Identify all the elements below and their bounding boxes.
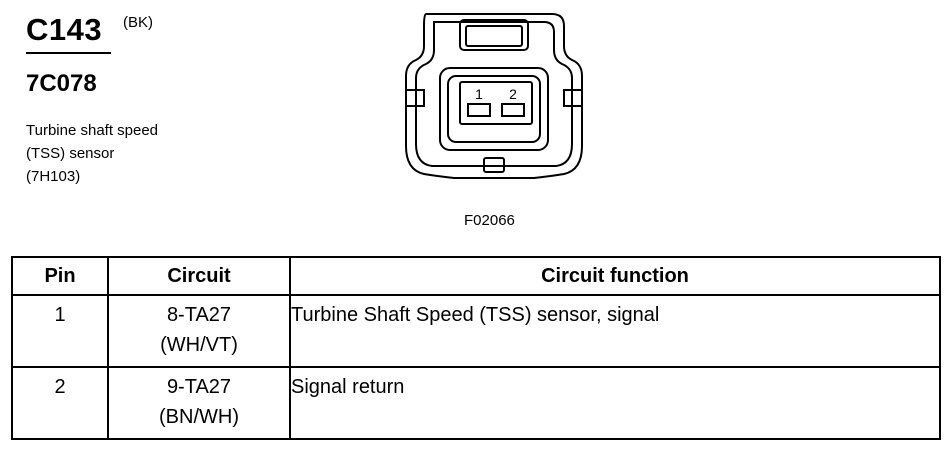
table-row: 2 9-TA27 (BN/WH) Signal return xyxy=(11,366,941,440)
circuit-function-cell: Signal return xyxy=(289,366,941,440)
circuit-cell: 8-TA27 (WH/VT) xyxy=(107,294,291,368)
figure-code: F02066 xyxy=(464,212,515,229)
title-underline xyxy=(26,52,111,54)
table-row: 1 8-TA27 (WH/VT) Turbine Shaft Speed (TS… xyxy=(11,294,941,368)
connector-color-code: (BK) xyxy=(123,14,153,31)
pin-cell: 2 xyxy=(11,366,109,440)
terminal-cavity xyxy=(439,67,549,151)
pinout-table: Pin Circuit Circuit function 1 8-TA27 (W… xyxy=(11,256,941,440)
circuit-id: 9-TA27 xyxy=(166,376,232,398)
pin-1-label: 1 xyxy=(475,86,483,102)
table-header-row: Pin Circuit Circuit function xyxy=(11,256,941,296)
connector-outer-housing xyxy=(405,13,583,179)
connector-inner-contour xyxy=(415,21,573,167)
component-description-line-3: (7H103) xyxy=(26,168,81,185)
component-description-line-1: Turbine shaft speed xyxy=(26,122,159,139)
circuit-function-cell: Turbine Shaft Speed (TSS) sensor, signal xyxy=(289,294,941,368)
connector-latch xyxy=(459,19,529,51)
terminal-block xyxy=(459,81,533,125)
connector-id: C143 xyxy=(26,12,103,47)
bottom-key xyxy=(483,157,505,173)
part-number: 7C078 xyxy=(26,70,97,97)
wire-color: (BN/WH) xyxy=(159,406,239,428)
pin-2-terminal xyxy=(501,103,525,117)
wire-color: (WH/VT) xyxy=(160,334,238,356)
circuit-cell: 9-TA27 (BN/WH) xyxy=(107,366,291,440)
right-side-tab xyxy=(563,89,582,107)
column-header-circuit-function: Circuit function xyxy=(289,256,941,296)
connector-latch-inner xyxy=(465,25,523,47)
pin-cell: 1 xyxy=(11,294,109,368)
column-header-pin: Pin xyxy=(11,256,109,296)
column-header-circuit: Circuit xyxy=(107,256,291,296)
pin-1-terminal xyxy=(467,103,491,117)
component-description-line-2: (TSS) sensor xyxy=(26,145,115,162)
connector-face-diagram: 1 2 xyxy=(405,13,583,179)
terminal-cavity-inner xyxy=(447,75,541,143)
left-side-tab xyxy=(406,89,425,107)
pin-2-label: 2 xyxy=(509,86,517,102)
circuit-id: 8-TA27 xyxy=(166,304,232,326)
